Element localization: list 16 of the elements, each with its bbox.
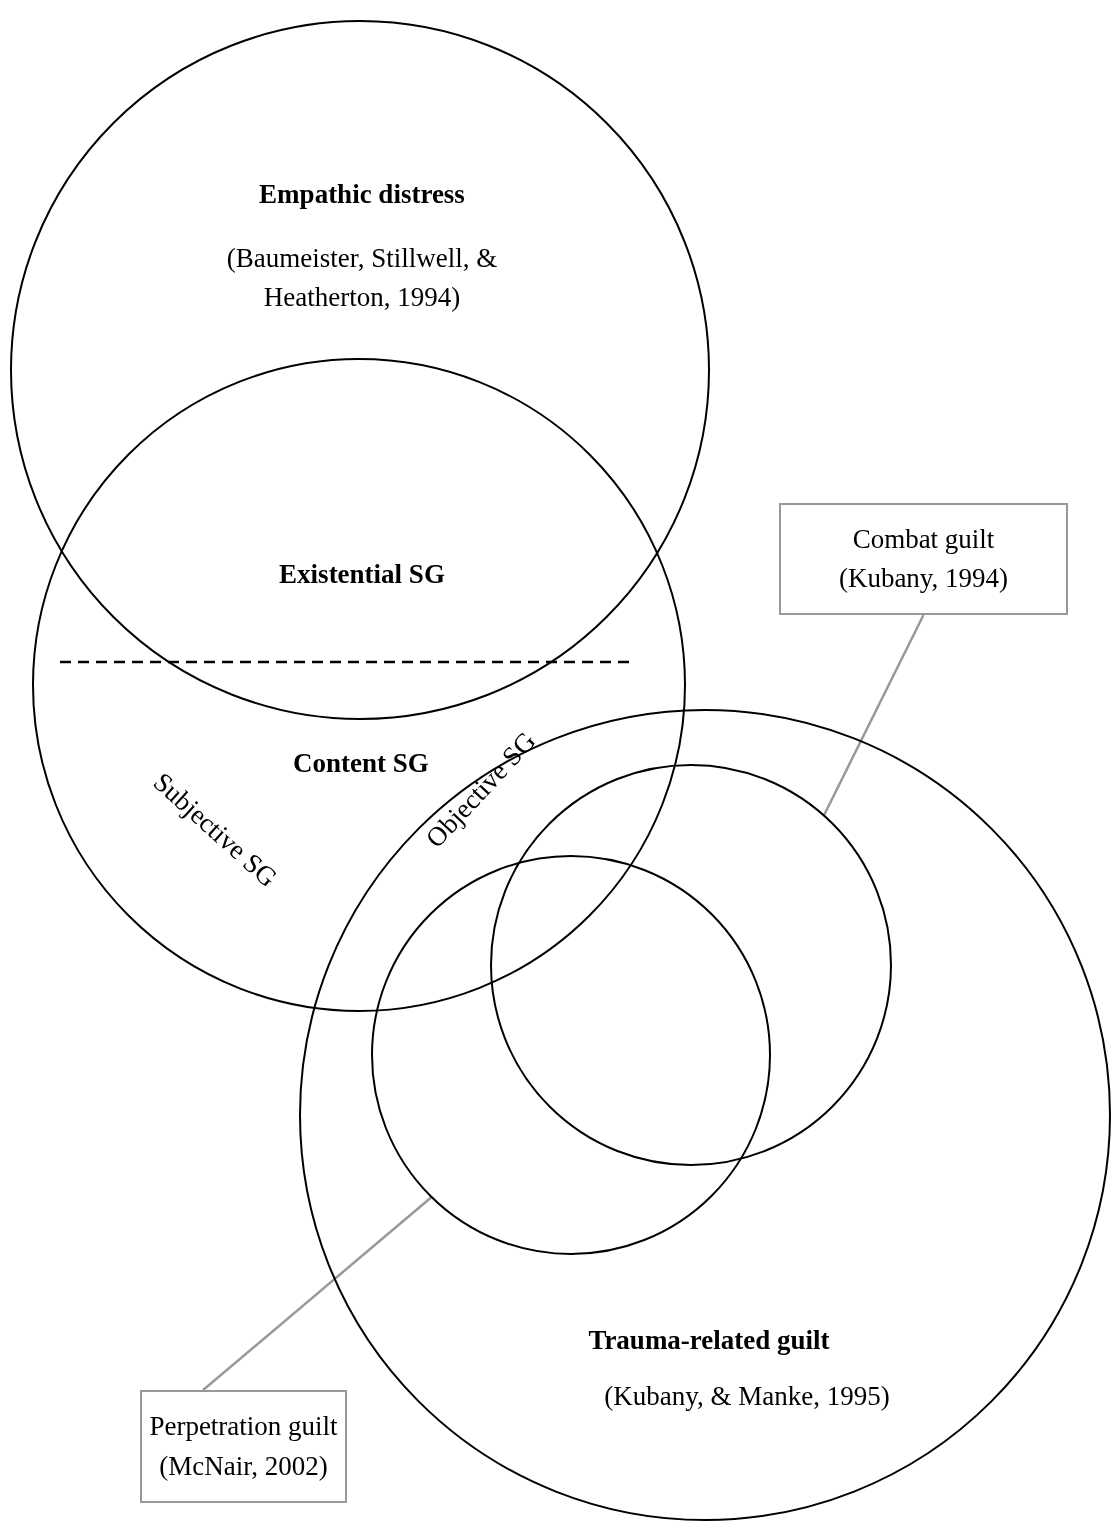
citation-text: (Baumeister, Stillwell, & Heatherton, 1994) [225,241,499,314]
circle [371,855,771,1255]
callout-title: Combat guilt [852,522,995,556]
citation-text: (Kubany, & Manke, 1995) [603,1380,891,1414]
circle-title: Existential SG [278,558,446,592]
callout-box [779,503,1068,615]
leader-line [202,1196,433,1391]
circle [32,358,686,1012]
citation-text: (Kubany, 1994) [838,562,1009,595]
circle-title: Empathic distress [258,178,466,212]
leader-line [822,614,925,817]
circle [10,20,710,720]
citation-text: (McNair, 2002) [159,1449,328,1483]
circle-title: Trauma-related guilt [587,1324,831,1358]
callout-box [140,1390,347,1503]
callout-title: Perpetration guilt [149,1410,338,1444]
